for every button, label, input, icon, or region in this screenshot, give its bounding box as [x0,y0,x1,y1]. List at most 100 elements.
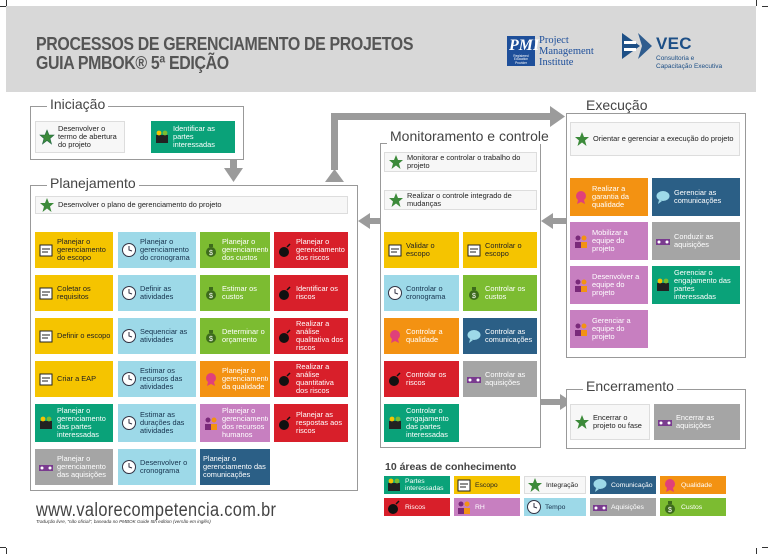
process-gerenciar-engajamento[interactable]: Gerenciar o engajamento das partes inter… [652,266,740,304]
process-planejar-riscos[interactable]: Planejar o gerenciamento dos riscos [274,232,348,268]
process-label: Realizar a análise quantitativa dos risc… [296,363,334,395]
legend-label: Partes interessadas [405,478,444,492]
integration-star-icon [574,414,590,430]
process-label: Planejar o gerenciamento das partes inte… [57,407,106,439]
bomb-icon [277,415,293,431]
bomb-icon [277,328,293,344]
process-desenvolver-termo-abertura[interactable]: Desenvolver o termo de abertura do proje… [35,121,125,153]
process-orientar-execucao[interactable]: Orientar e gerenciar a execução do proje… [570,122,740,156]
process-planejar-partes[interactable]: Planejar o gerenciamento das partes inte… [35,404,113,442]
vec-name: VEC [656,34,692,53]
process-controle-mudancas[interactable]: Realizar o controle integrado de mudança… [384,190,537,210]
procurement-icon [657,414,673,430]
clock-icon [121,415,137,431]
process-estimar-custos[interactable]: $ Estimar os custos [200,275,270,311]
process-label: Desenvolver a equipe do projeto [592,273,640,297]
process-gerenciar-comunicacoes[interactable]: Gerenciar as comunicações [652,178,740,216]
pmi-logo-caption: Registered Education Provider [513,54,529,65]
process-planejar-qualidade[interactable]: Planejar o gerenciamento da qualidade [200,361,270,397]
process-planejar-aquisicoes[interactable]: Planejar o gerenciamento das aquisições [35,449,113,485]
people-icon [573,277,589,293]
speech-bubble-icon [466,328,482,344]
process-label: Controlar as comunicações [485,328,533,344]
process-encerrar-projeto[interactable]: Encerrar o projeto ou fase [570,404,650,440]
procurement-icon [655,233,671,249]
process-label: Validar o escopo [406,242,435,258]
process-analise-qualitativa[interactable]: Realizar a análise qualitativa dos risco… [274,318,348,354]
clock-icon [121,242,137,258]
process-monitorar-controlar[interactable]: Monitorar e controlar o trabalho do proj… [384,152,537,172]
clock-icon [121,371,137,387]
process-planejar-escopo[interactable]: Planejar o gerenciamento do escopo [35,232,113,268]
process-planejar-rh[interactable]: Planejar o gerenciamento dos recursos hu… [200,404,270,442]
process-controlar-aquisicoes[interactable]: Controlar as aquisições [463,361,537,397]
group-title-planejamento: Planejamento [47,175,139,191]
process-label: Determinar o orçamento [222,328,265,344]
process-desenvolver-equipe[interactable]: Desenvolver a equipe do projeto [570,266,648,304]
process-label: Encerrar o projeto ou fase [593,414,642,430]
process-label: Orientar e gerenciar a execução do proje… [593,135,734,143]
process-conduzir-aquisicoes[interactable]: Conduzir as aquisições [652,222,740,260]
process-label: Planejar o gerenciamento do escopo [57,238,106,262]
process-definir-atividades[interactable]: Definir as atividades [118,275,196,311]
process-controlar-engajamento[interactable]: Controlar o engajamento das partes inter… [384,404,459,442]
process-label: Desenvolver o plano de gerenciamento do … [58,201,222,209]
speech-bubble-icon [655,189,671,205]
process-controlar-riscos[interactable]: Controlar os riscos [384,361,459,397]
process-label: Gerenciar as comunicações [674,189,722,205]
process-encerrar-aquisicoes[interactable]: Encerrar as aquisições [654,404,740,440]
crop-mark [6,0,7,6]
process-label: Realizar o controle integrado de mudança… [407,192,512,208]
process-identificar-partes[interactable]: Identificar as partes interessadas [151,121,235,153]
process-label: Desenvolver o cronograma [140,459,188,475]
stakeholders-icon [38,415,54,431]
process-label: Monitorar e controlar o trabalho do proj… [407,154,521,170]
process-gerenciar-equipe[interactable]: Gerenciar a equipe do projeto [570,310,648,348]
process-desenvolver-cronograma[interactable]: Desenvolver o cronograma [118,449,196,485]
process-analise-quantitativa[interactable]: Realizar a análise quantitativa dos risc… [274,361,348,397]
website-link[interactable]: www.valorecompetencia.com.br [36,500,277,521]
group-title-monitoramento: Monitoramento e controle [387,128,552,144]
process-garantia-qualidade[interactable]: Realizar a garantia da qualidade [570,178,648,216]
pmi-logo-letters: PMI [509,37,540,54]
scope-document-icon [38,242,54,258]
process-estimar-recursos[interactable]: Estimar os recursos das atividades [118,361,196,397]
process-label: Planejar o gerenciamento das aquisições [57,455,106,479]
process-planejar-cronograma[interactable]: Planejar o gerenciamento do cronograma [118,232,196,268]
process-controlar-comunicacoes[interactable]: Controlar as comunicações [463,318,537,354]
process-controlar-cronograma[interactable]: Controlar o cronograma [384,275,459,311]
quality-ribbon-icon [573,189,589,205]
process-planejar-custos[interactable]: $ Planejar o gerenciamento dos custos [200,232,270,268]
legend-item-aquisicoes: Aquisições [590,498,656,516]
process-label: Controlar o engajamento das partes inter… [406,407,449,439]
scope-document-icon [38,285,54,301]
process-definir-escopo[interactable]: Definir o escopo [35,318,113,354]
integration-star-icon [574,131,590,147]
process-plano-gerenciamento[interactable]: Desenvolver o plano de gerenciamento do … [35,196,348,214]
process-identificar-riscos[interactable]: Identificar os riscos [274,275,348,311]
process-criar-eap[interactable]: Criar a EAP [35,361,113,397]
process-mobilizar-equipe[interactable]: Mobilizar a equipe do projeto [570,222,648,260]
integration-star-icon [39,197,55,213]
clock-icon [387,285,403,301]
process-controlar-custos[interactable]: $ Controlar os custos [463,275,537,311]
process-label: Controlar as aquisições [485,371,526,387]
process-label: Sequenciar as atividades [140,328,188,344]
scope-document-icon [387,242,403,258]
process-validar-escopo[interactable]: Validar o escopo [384,232,459,268]
process-controlar-qualidade[interactable]: Controlar a qualidade [384,318,459,354]
process-controlar-escopo[interactable]: Controlar o escopo [463,232,537,268]
process-planejar-respostas-riscos[interactable]: Planejar as respostas aos riscos [274,404,348,442]
legend-item-partes: Partes interessadas [384,476,450,494]
process-planejar-comunicacoes[interactable]: Planejar o gerenciamento das comunicaçõe… [200,449,270,485]
process-estimar-duracoes[interactable]: Estimar as durações das atividades [118,404,196,442]
process-sequenciar-atividades[interactable]: Sequenciar as atividades [118,318,196,354]
process-determinar-orcamento[interactable]: $ Determinar o orçamento [200,318,270,354]
legend-label: Aquisições [611,503,644,511]
legend-label: Escopo [475,481,498,489]
clock-icon [121,285,137,301]
crop-mark [0,547,6,548]
legend-title: 10 áreas de conhecimento [385,461,517,473]
process-coletar-requisitos[interactable]: Coletar os requisitos [35,275,113,311]
scope-document-icon [38,328,54,344]
